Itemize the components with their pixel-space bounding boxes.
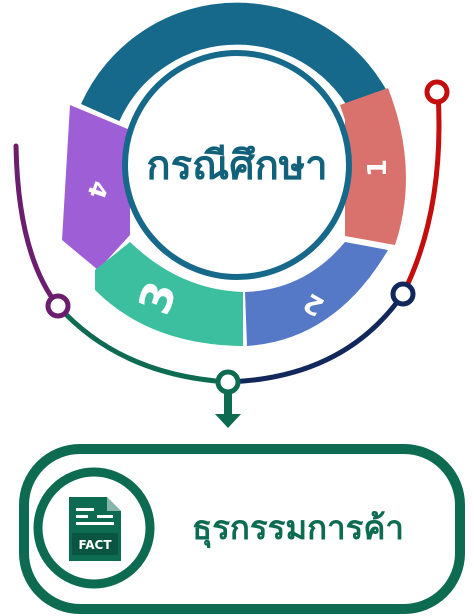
segment-4 [62, 105, 130, 270]
center-title: กรณีศึกษา [146, 143, 327, 189]
fact-document-icon: FACT [69, 497, 121, 561]
ring-top-arc [81, 2, 394, 122]
green-node [215, 369, 241, 395]
navy-node [390, 281, 416, 307]
purple-node [45, 293, 71, 319]
red-connector-arc [400, 89, 442, 297]
segment-3 [95, 242, 243, 346]
navy-connector-arc [225, 291, 406, 385]
purple-connector-arc [13, 143, 61, 309]
segment-2 [245, 242, 388, 346]
center-circle [122, 50, 352, 280]
fact-label: FACT [78, 538, 112, 552]
segment-1-number: 1 [363, 159, 393, 177]
segment-1 [340, 88, 406, 245]
red-node [424, 79, 450, 105]
down-arrow-icon [215, 394, 241, 428]
card-title: ธุรกรรมการค้า [192, 508, 404, 549]
green-connector-arc [55, 303, 231, 385]
